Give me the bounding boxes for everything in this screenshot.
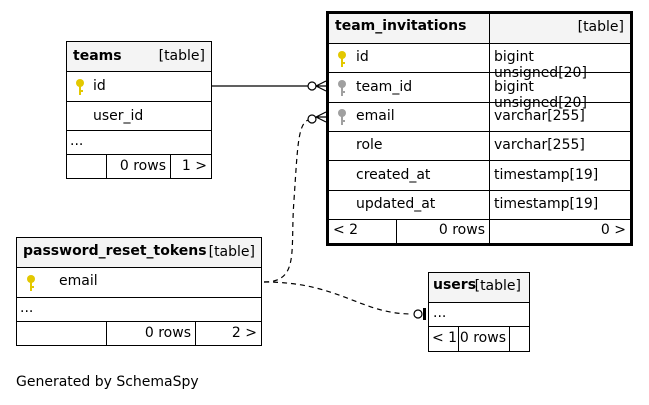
column-row[interactable]: email: [17, 268, 261, 298]
relation-optional-marker: [307, 114, 317, 124]
table-password-reset-tokens[interactable]: password_reset_tokens [table] email ... …: [16, 237, 262, 346]
table-name: users: [433, 277, 477, 293]
row-count: 0 rows: [107, 155, 171, 178]
relation-password-reset-team-invitations: [263, 118, 313, 283]
parents-count[interactable]: [17, 322, 107, 345]
column-row[interactable]: role varchar[255]: [329, 132, 630, 161]
column-row[interactable]: team_id bigint unsigned[20]: [329, 73, 630, 111]
table-type: [table]: [158, 48, 205, 64]
column-name: user_id: [93, 108, 144, 124]
foreign-key-icon: [338, 80, 346, 96]
more-indicator: ...: [20, 300, 34, 316]
column-row[interactable]: user_id: [67, 102, 211, 131]
foreign-key-icon: [338, 109, 346, 125]
table-header: password_reset_tokens [table]: [17, 238, 261, 268]
column-type: timestamp[19]: [494, 196, 599, 212]
relation-optional-marker: [413, 309, 423, 319]
primary-key-icon: [27, 275, 35, 291]
children-count[interactable]: 0 >: [600, 222, 626, 238]
column-type: timestamp[19]: [494, 167, 599, 183]
column-type: varchar[255]: [494, 108, 585, 124]
table-footer: 0 rows 1 >: [67, 155, 211, 178]
table-header: teams [table]: [67, 42, 211, 72]
table-header: users [table]: [429, 273, 529, 303]
column-name: created_at: [356, 167, 431, 183]
primary-key-icon: [338, 51, 346, 67]
more-columns: ...: [67, 131, 211, 155]
parents-count[interactable]: [67, 155, 107, 178]
table-name: team_invitations: [335, 18, 467, 34]
column-row[interactable]: id: [67, 72, 211, 102]
column-row[interactable]: updated_at timestamp[19]: [329, 191, 630, 220]
column-row[interactable]: email varchar[255]: [329, 103, 630, 132]
table-users[interactable]: users [table] ... < 1 0 rows: [428, 272, 530, 352]
column-name: team_id: [356, 79, 413, 95]
column-row[interactable]: id bigint unsigned[20]: [329, 44, 630, 81]
column-type: bigint unsigned[20]: [494, 49, 587, 81]
table-footer: 0 rows 2 >: [17, 322, 261, 345]
column-name: role: [356, 137, 383, 153]
relation-optional-marker: [307, 81, 317, 91]
children-count[interactable]: [510, 327, 529, 351]
parents-count[interactable]: < 2: [329, 220, 397, 243]
children-count[interactable]: 1 >: [181, 158, 207, 174]
column-name: id: [356, 49, 369, 65]
column-row[interactable]: created_at timestamp[19]: [329, 161, 630, 191]
relation-one-marker: [423, 308, 426, 320]
column-name: updated_at: [356, 196, 436, 212]
generated-by-caption: Generated by SchemaSpy: [16, 374, 199, 390]
more-columns: ...: [429, 303, 529, 327]
row-count: 0 rows: [107, 322, 196, 345]
column-type: bigint unsigned[20]: [494, 79, 587, 111]
table-type: [table]: [577, 19, 624, 35]
column-divider: [489, 14, 490, 243]
table-teams[interactable]: teams [table] id user_id ... 0 rows 1 >: [66, 41, 212, 179]
row-count: 0 rows: [397, 220, 490, 243]
parents-count[interactable]: < 1: [429, 327, 459, 351]
column-name: email: [356, 108, 395, 124]
column-name: email: [59, 273, 98, 289]
table-header: team_invitations [table]: [329, 14, 630, 44]
more-indicator: ...: [70, 133, 84, 149]
more-columns: ...: [17, 298, 261, 322]
table-type: [table]: [208, 244, 255, 260]
table-footer: < 2 0 rows 0 >: [329, 220, 630, 243]
children-count[interactable]: 2 >: [231, 325, 257, 341]
column-type: varchar[255]: [494, 137, 585, 153]
relation-password-reset-users: [263, 281, 413, 315]
table-name: teams: [73, 48, 122, 64]
column-name: id: [93, 78, 106, 94]
table-team-invitations[interactable]: team_invitations [table] id bigint unsig…: [326, 11, 633, 246]
table-type: [table]: [474, 278, 521, 294]
primary-key-icon: [76, 79, 84, 95]
table-footer: < 1 0 rows: [429, 327, 529, 351]
more-indicator: ...: [433, 305, 447, 321]
row-count: 0 rows: [459, 327, 510, 351]
table-name: password_reset_tokens: [23, 243, 207, 259]
